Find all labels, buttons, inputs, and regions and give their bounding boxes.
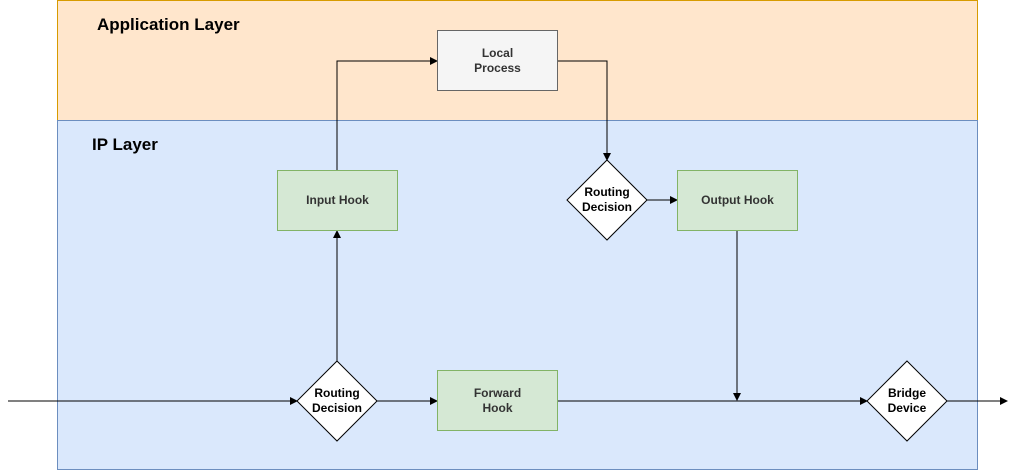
- routing-decision-upper-shape: [566, 159, 648, 241]
- bridge-device-text: Bridge Device: [887, 386, 927, 415]
- bridge-device-label: Bridge Device: [867, 361, 947, 441]
- input-hook-node: Input Hook: [277, 170, 398, 231]
- application-layer-title: Application Layer: [97, 15, 240, 34]
- input-hook-label: Input Hook: [306, 193, 369, 207]
- local-process-node: Local Process: [437, 30, 558, 91]
- output-hook-label: Output Hook: [701, 193, 774, 207]
- routing-decision-upper-text: Routing Decision: [581, 185, 632, 214]
- forward-hook-node: Forward Hook: [437, 370, 558, 431]
- edge-local-process-to-routing: [557, 60, 611, 161]
- edge-input-hook-to-local-process: [336, 57, 438, 170]
- routing-decision-upper-label: Routing Decision: [567, 160, 647, 240]
- forward-hook-label: Forward Hook: [473, 385, 522, 415]
- routing-decision-lower-text: Routing Decision: [311, 386, 362, 415]
- ip-layer-title: IP Layer: [92, 135, 158, 154]
- routing-decision-lower-label: Routing Decision: [297, 361, 377, 441]
- local-process-label: Local Process: [474, 45, 521, 75]
- output-hook-node: Output Hook: [677, 170, 798, 231]
- routing-decision-lower-shape: [296, 360, 378, 442]
- bridge-device-shape: [866, 360, 948, 442]
